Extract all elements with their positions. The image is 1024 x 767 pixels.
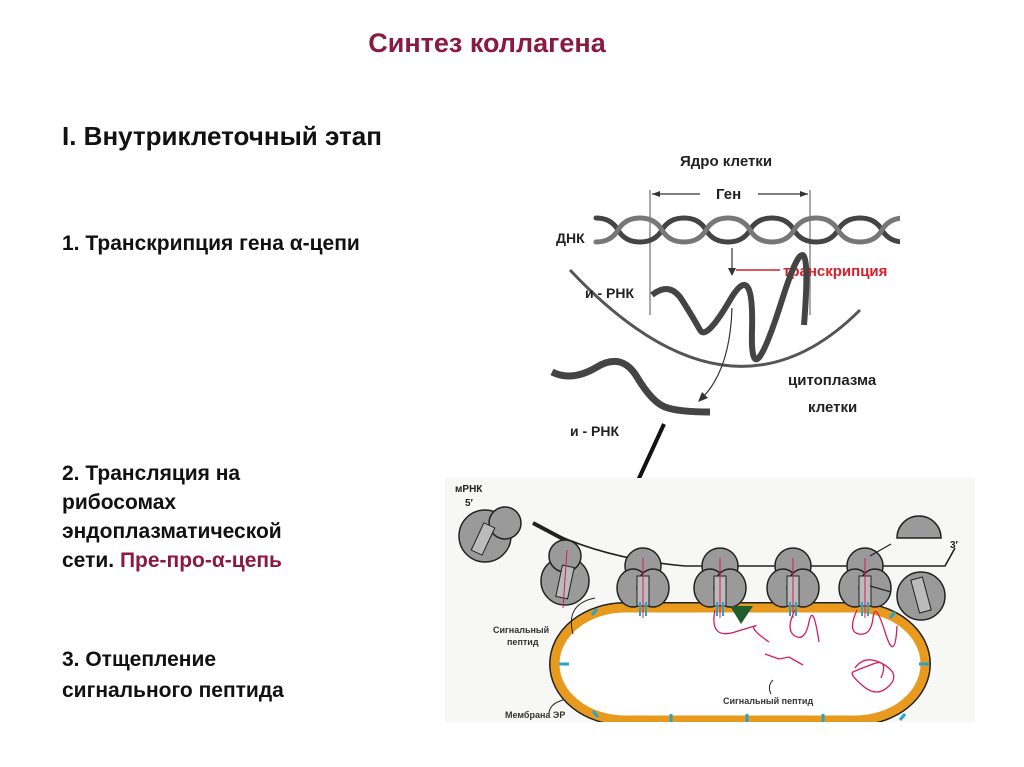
step-2-line-3: эндоплазматической: [62, 520, 282, 543]
three-prime-label: 3′: [950, 540, 959, 551]
gene-label: Ген: [716, 186, 741, 203]
translation-diagram: мРНК 5′ 3′: [445, 478, 975, 722]
mrna-strand-cytoplasm: [550, 357, 711, 416]
signal-peptide-inner-label: Сигнальный пептид: [723, 696, 813, 706]
stage-heading: I. Внутриклеточный этап: [62, 121, 382, 151]
ribosome-subunit-small: [896, 571, 946, 621]
step-3-line-1: 3. Отщепление: [62, 648, 217, 671]
dna-label: ДНК: [556, 230, 585, 246]
er-membrane: [549, 602, 931, 722]
signal-peptide-label-2: пептид: [507, 637, 539, 647]
mrna-strand-nucleus: [650, 252, 810, 363]
transcription-label: транскрипция: [783, 263, 887, 280]
mrna-label-cytoplasm: и - РНК: [570, 423, 619, 439]
step-2-line-2: рибосомах: [62, 491, 177, 514]
five-prime-label: 5′: [465, 498, 474, 509]
transcription-diagram: Ядро клетки Ген ДНК транскрипция и - РНК…: [550, 153, 900, 439]
ribosome-subunit-large: [896, 515, 942, 539]
step-2-translation: 2. Трансляция на рибосомах эндоплазматич…: [62, 459, 362, 575]
mrna-export-arrow: [698, 307, 733, 402]
signal-peptidase: [730, 606, 753, 624]
gene-span-marker: [649, 190, 811, 315]
release-arrows: [869, 543, 892, 593]
step-2-prefix: сети.: [62, 549, 120, 572]
pre-pro-alpha-chain: Пре-про-α-цепь: [119, 549, 282, 572]
membrane-channels: [559, 608, 929, 722]
step-2-line-1: 2. Трансляция на: [62, 462, 241, 485]
step-3-line-2: сигнального пептида: [62, 679, 284, 702]
cytoplasm-label-1: цитоплазма: [788, 372, 877, 389]
cytoplasm-label-2: клетки: [808, 399, 857, 416]
er-membrane-label: Мембрана ЭР: [505, 710, 565, 720]
transcription-arrow: [728, 248, 780, 276]
ribosome-bound: [693, 547, 747, 618]
signal-peptide-pointer: [570, 597, 596, 635]
ribosome-bound: [766, 547, 820, 618]
step-3-cleavage: 3. Отщепление сигнального пептида: [62, 644, 284, 706]
signal-peptide-label-1: Сигнальный: [493, 625, 549, 635]
nascent-peptides: [713, 609, 898, 693]
mrna-label-nucleus: и - РНК: [585, 285, 634, 301]
mrna-label: мРНК: [455, 484, 483, 495]
nucleus-label: Ядро клетки: [680, 153, 772, 170]
step-1-transcription: 1. Транскрипция гена α-цепи: [62, 232, 360, 255]
ribosome-free: [458, 506, 522, 563]
step-2-line-4: сети. Пре-про-α-цепь: [62, 546, 362, 575]
ribosome-docking: [540, 539, 590, 609]
dna-double-helix: [593, 215, 900, 245]
ribosome-bound: [616, 547, 670, 618]
slide-title: Синтез коллагена: [368, 28, 606, 58]
